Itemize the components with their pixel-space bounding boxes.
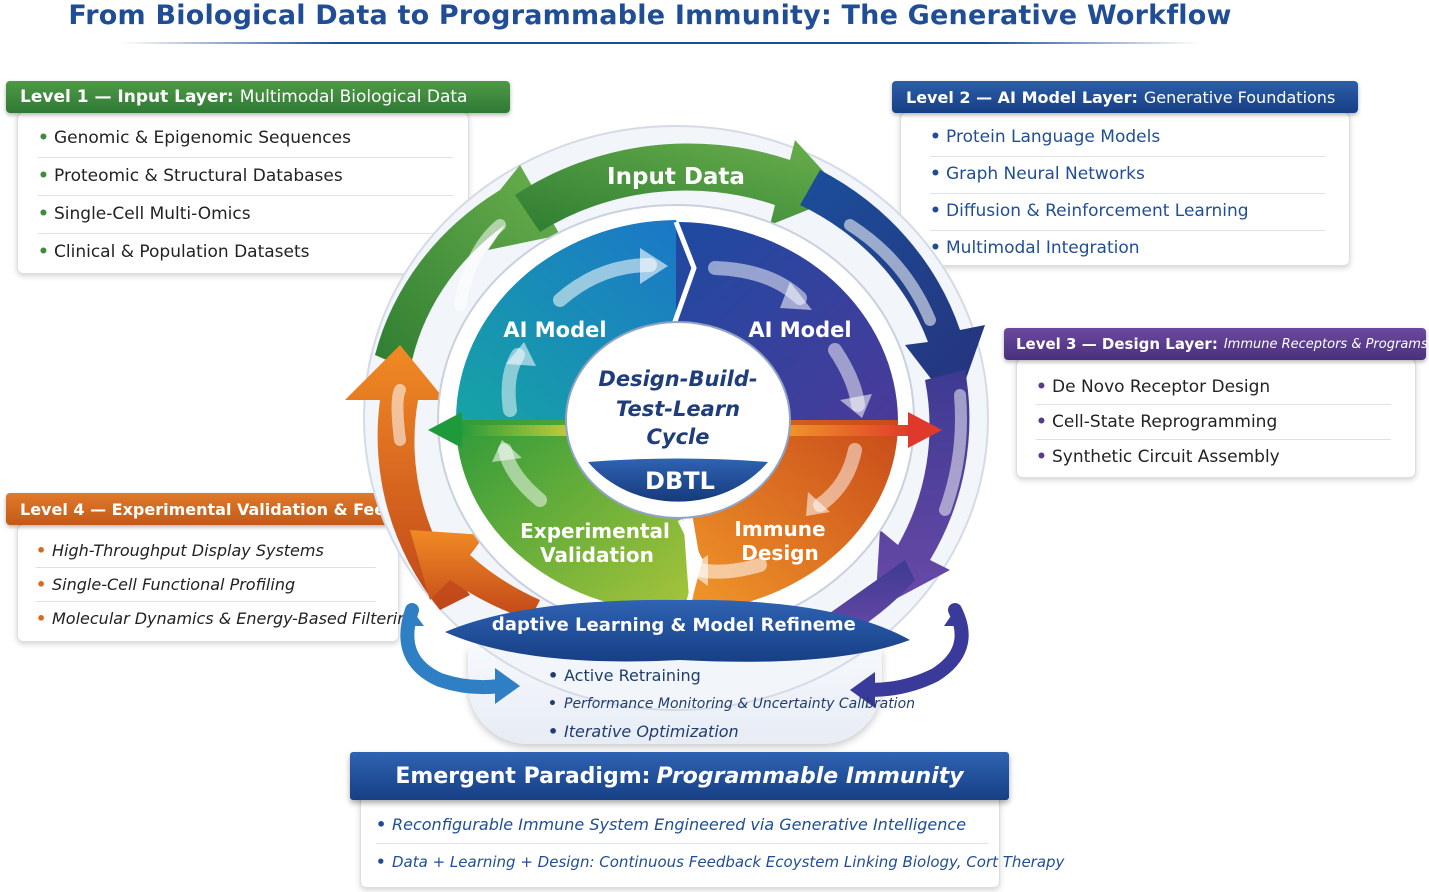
center-badge-bg	[588, 458, 768, 502]
segment-divider	[669, 221, 697, 331]
ring-highlight	[844, 219, 936, 326]
level4-header: Level 4 — Experimental Validation & Feed…	[6, 493, 439, 525]
list-item: Performance Monitoring & Uncertainty Cal…	[548, 690, 915, 718]
segment-label-ai-model-right: AI Model	[748, 318, 851, 342]
emergent-list: Reconfigurable Immune System Engineered …	[376, 806, 1064, 881]
axis-arrow-left-shaft	[455, 425, 585, 436]
title-divider	[120, 42, 1200, 44]
outer-label-input-data: Input Data	[607, 164, 745, 190]
inner-arrow-head	[506, 342, 536, 366]
level3-header-title: Level 3 — Design Layer:	[1016, 335, 1218, 353]
inner-arrow-head	[640, 248, 668, 284]
level4-header-title: Level 4 — Experimental Validation & Feed…	[20, 499, 439, 519]
segment-label-experimental: Experimental	[520, 519, 670, 543]
center-badge-dbtl: DBTL	[645, 467, 715, 495]
ring-highlight	[391, 384, 406, 446]
center-label-line1: Design-Build-	[598, 367, 757, 391]
inner-arrow-head	[492, 440, 522, 462]
list-item: Active Retraining	[548, 662, 878, 690]
inner-arrow-head	[686, 555, 708, 586]
level3-header-sub: Immune Receptors & Programs	[1223, 336, 1428, 352]
adaptive-learning-list: Active Retraining Performance Monitoring…	[548, 662, 915, 746]
outer-arrow-green-left	[375, 165, 560, 370]
level3-header: Level 3 — Design Layer: Immune Receptors…	[1004, 328, 1428, 360]
page-title: From Biological Data to Programmable Imm…	[68, 0, 1232, 31]
list-item: Data + Learning + Design: Continuous Fee…	[376, 844, 1064, 881]
ring-highlight	[454, 219, 506, 311]
level2-header-title: Level 2 — AI Model Layer:	[906, 87, 1138, 107]
segment-label-design: Design	[741, 541, 818, 565]
inner-arrow	[813, 443, 862, 512]
loop-arrow-right	[863, 603, 969, 697]
axis-arrow-right-shaft	[770, 425, 915, 436]
list-item: Molecular Dynamics & Energy-Based Filter…	[36, 602, 418, 635]
loop-arrow-left-tail	[402, 610, 424, 626]
list-item: Multimodal Integration	[930, 231, 1325, 267]
inner-arrow	[553, 258, 657, 307]
list-item: Iterative Optimization	[548, 718, 878, 746]
level4-list: High-Throughput Display Systems Single-C…	[36, 534, 418, 635]
loop-arrow-left	[400, 603, 507, 695]
level1-header-sub: Multimodal Biological Data	[239, 87, 468, 107]
level1-list: Genomic & Epigenomic Sequences Proteomic…	[38, 120, 453, 271]
outer-arrow-orange-lower	[410, 530, 540, 620]
emergent-header-em: Programmable Immunity	[656, 763, 964, 789]
segment-label-validation: Validation	[540, 543, 654, 567]
segment-divider	[677, 518, 703, 613]
inner-arrow-head	[780, 282, 812, 310]
segment-label-ai-model-left: AI Model	[503, 318, 606, 342]
inner-arrow-head	[840, 394, 872, 418]
adaptive-learning-banner	[445, 599, 910, 662]
level2-header: Level 2 — AI Model Layer: Generative Fou…	[892, 81, 1358, 113]
inner-arrow	[693, 558, 767, 579]
loop-arrow-right-tail	[944, 610, 966, 626]
axis-arrow-right-head	[908, 412, 942, 448]
segment-label-immune: Immune	[734, 517, 825, 541]
inner-arrow-head	[806, 492, 830, 516]
loop-arrow-left-head	[495, 668, 520, 704]
level1-header-title: Level 1 — Input Layer:	[20, 87, 234, 107]
outer-arrow-orange-left	[345, 345, 470, 610]
emergent-header-title: Emergent Paradigm:	[395, 763, 651, 789]
outer-arrow-input-data	[515, 140, 845, 232]
level1-header: Level 1 — Input Layer: Multimodal Biolog…	[6, 81, 510, 113]
list-item: Clinical & Population Datasets	[38, 234, 453, 271]
center-label-line2: Test-Learn	[616, 397, 740, 421]
level2-list: Protein Language Models Graph Neural Net…	[930, 120, 1325, 267]
list-item: Reconfigurable Immune System Engineered …	[376, 806, 988, 844]
center-label-line3: Cycle	[647, 425, 710, 449]
outer-arrow-purple-right	[875, 370, 970, 610]
outer-arrow-blue-right	[800, 170, 985, 410]
ring-highlight	[939, 389, 967, 516]
list-item-text: Performance Monitoring & Uncertainty Cal…	[564, 696, 916, 712]
level3-list: De Novo Receptor Design Cell-State Repro…	[1036, 370, 1391, 474]
axis-arrow-left-head	[428, 412, 462, 448]
level2-header-sub: Generative Foundations	[1143, 87, 1336, 107]
list-item: Synthetic Circuit Assembly	[1036, 440, 1391, 474]
emergent-header: Emergent Paradigm: Programmable Immunity	[350, 752, 1009, 800]
